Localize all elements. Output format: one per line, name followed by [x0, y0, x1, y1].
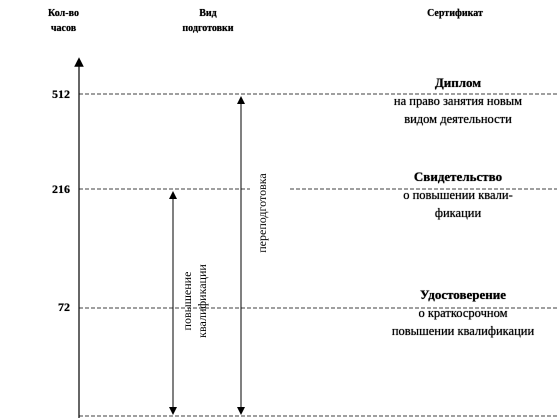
header-certificate: Сертификат: [427, 8, 483, 19]
header-hours-line2: часов: [50, 23, 77, 34]
tick-label-72: 72: [58, 300, 70, 314]
certificate-udostoverenie: Удостоверение о краткосрочном повышении …: [368, 286, 558, 340]
certificate-udostoverenie-line1: о краткосрочном: [418, 306, 508, 320]
certificate-udostoverenie-line2: повышении квалификации: [391, 324, 535, 338]
retraining-text: переподготовка: [255, 173, 269, 253]
header-type: Вид подготовки: [168, 6, 248, 36]
header-type-line2: подготовки: [182, 23, 234, 34]
retraining-label: переподготовка: [255, 158, 271, 268]
certificate-diploma-title: Диплом: [434, 75, 482, 90]
certificate-svidetelstvo-title: Свидетельство: [413, 169, 503, 184]
certificate-svidetelstvo: Свидетельство о повышении квали- фикации: [368, 168, 548, 222]
qualification-line1: повышение: [180, 271, 194, 331]
header-hours-line1: Кол-во: [48, 8, 79, 19]
certificate-svidetelstvo-line1: о повышении квали-: [403, 188, 513, 202]
qualification-line2: квалификации: [195, 264, 209, 338]
header-hours: Кол-во часов: [36, 6, 91, 36]
certificate-diploma: Диплом на право занятия новым видом деят…: [358, 74, 558, 128]
certificate-svidetelstvo-line2: фикации: [434, 206, 482, 220]
certificate-diploma-line1: на право занятия новым: [393, 94, 523, 108]
header-type-line1: Вид: [199, 8, 217, 19]
tick-label-512: 512: [52, 87, 70, 101]
certificate-udostoverenie-title: Удостоверение: [419, 287, 507, 302]
certificate-diploma-line2: видом деятельности: [404, 112, 512, 126]
tick-label-216: 216: [52, 182, 70, 196]
qualification-label: повышение квалификации: [180, 251, 212, 351]
